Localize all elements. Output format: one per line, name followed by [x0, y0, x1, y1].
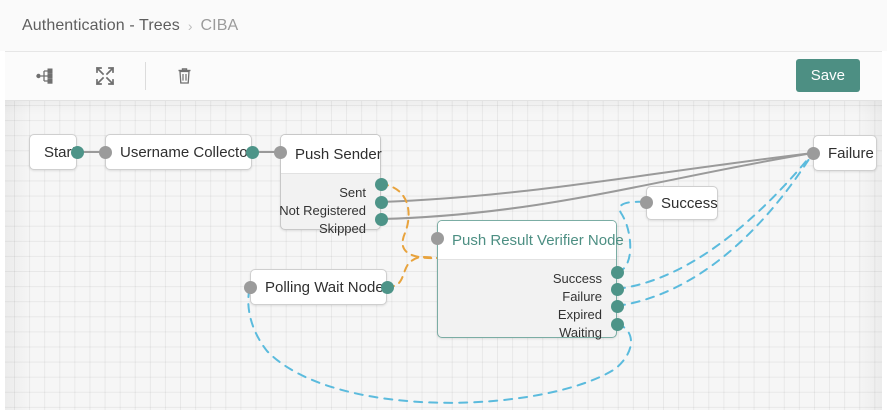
node-push-sender[interactable]: Push Sender Sent Not Registered Skipped — [279, 134, 382, 236]
node-start[interactable]: Start — [29, 134, 77, 170]
node-push-result-verifier-node[interactable]: Push Result Verifier Node Success Failur… — [437, 220, 624, 340]
node-push-result-verifier-node-output-expired-connector[interactable] — [611, 300, 624, 313]
fullscreen-button[interactable] — [83, 58, 127, 94]
edge-skipped-to-failure — [380, 152, 814, 220]
edge-sent-to-verifier — [380, 183, 438, 260]
node-push-result-verifier-node-output-success-connector[interactable] — [611, 266, 624, 279]
fullscreen-icon — [96, 67, 114, 85]
breadcrumb-current: CIBA — [200, 16, 239, 34]
node-push-sender-outputs: Sent Not Registered Skipped — [279, 174, 380, 245]
output-row: Not Registered — [279, 202, 366, 218]
node-push-sender-input-connector[interactable] — [274, 146, 287, 159]
node-username-collector-input-connector[interactable] — [99, 146, 112, 159]
output-row: Success — [552, 270, 602, 286]
trash-icon — [177, 67, 192, 85]
node-start-title: Start — [44, 143, 76, 161]
editor-toolbar: Save — [5, 51, 882, 101]
output-row: Skipped — [319, 220, 366, 236]
node-success-title: Success — [661, 194, 718, 212]
node-polling-wait-node-title: Polling Wait Node — [265, 278, 384, 296]
node-push-result-verifier-node-title: Push Result Verifier Node — [452, 231, 624, 249]
node-success[interactable]: Success — [646, 186, 718, 220]
tree-canvas[interactable]: Start Username Collector Push Sender Sen… — [5, 101, 882, 410]
output-row: Waiting — [559, 324, 602, 340]
node-push-sender-title: Push Sender — [295, 145, 382, 163]
node-failure-input-connector[interactable] — [807, 147, 820, 160]
node-push-sender-header: Push Sender — [281, 135, 382, 174]
output-row: Sent — [339, 184, 366, 200]
node-push-sender-output-not-registered-connector[interactable] — [375, 196, 388, 209]
tree-layout-button[interactable] — [23, 58, 67, 94]
node-push-result-verifier-node-input-connector[interactable] — [431, 232, 444, 245]
node-failure-title: Failure — [828, 144, 874, 162]
toolbar-divider — [145, 62, 146, 90]
node-start-output-connector[interactable] — [71, 146, 84, 159]
node-push-result-verifier-node-outputs: Success Failure Expired Waiting — [438, 260, 616, 349]
node-push-result-verifier-node-header: Push Result Verifier Node — [438, 221, 624, 260]
node-username-collector-output-connector[interactable] — [246, 146, 259, 159]
node-polling-wait-node-input-connector[interactable] — [244, 281, 257, 294]
node-polling-wait-node-output-connector[interactable] — [381, 281, 394, 294]
output-row: Failure — [562, 288, 602, 304]
node-polling-wait-node[interactable]: Polling Wait Node — [250, 269, 387, 305]
breadcrumb: Authentication - Trees › CIBA — [0, 0, 887, 51]
edge-notregistered-to-failure — [380, 152, 814, 203]
node-username-collector[interactable]: Username Collector — [105, 134, 253, 170]
node-push-result-verifier-node-output-failure-connector[interactable] — [611, 283, 624, 296]
node-push-sender-output-skipped-connector[interactable] — [375, 213, 388, 226]
delete-button[interactable] — [162, 58, 206, 94]
node-push-sender-output-sent-connector[interactable] — [375, 178, 388, 191]
node-success-input-connector[interactable] — [640, 196, 653, 209]
output-row: Expired — [557, 306, 602, 322]
node-push-result-verifier-node-output-waiting-connector[interactable] — [611, 318, 624, 331]
breadcrumb-separator-icon: › — [187, 17, 193, 34]
edge-expired-to-failure-node — [616, 152, 814, 307]
save-button[interactable]: Save — [795, 59, 860, 92]
node-failure[interactable]: Failure — [813, 135, 877, 171]
edge-failure-to-failure-node — [616, 152, 814, 290]
node-username-collector-title: Username Collector — [120, 143, 253, 161]
edge-pollingwait-to-verifier — [386, 256, 438, 288]
tree-layout-icon — [36, 68, 54, 84]
breadcrumb-root[interactable]: Authentication - Trees — [22, 16, 180, 34]
